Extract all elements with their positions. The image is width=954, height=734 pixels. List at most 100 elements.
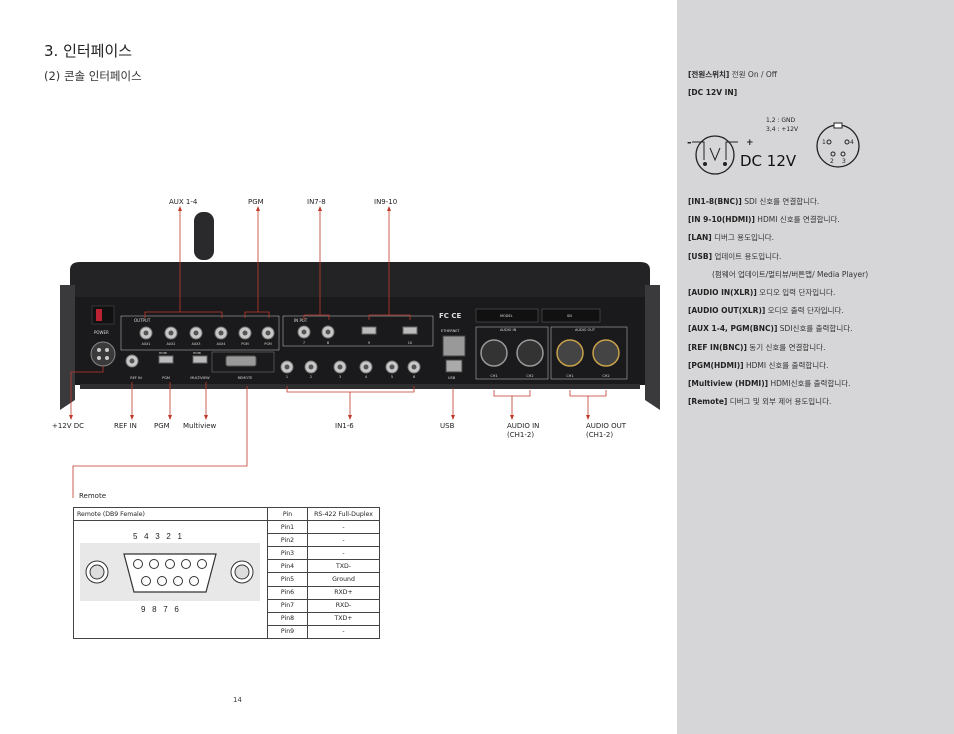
gnd-note-1: 1,2 : GND — [766, 117, 796, 124]
desc-key: [Multiview (HDMI)] — [688, 379, 769, 388]
port-description-item: [AUDIO OUT(XLR)] 오디오 출력 단자입니다. — [688, 305, 844, 316]
output-port-label: PGM — [241, 342, 248, 346]
input-label: IN PUT — [294, 318, 308, 323]
callout-audio-out: AUDIO OUT (CH1-2) — [586, 422, 626, 440]
input-port-number: 1 — [286, 375, 288, 379]
input-section-frame — [282, 315, 434, 347]
desc-key: [USB] — [688, 251, 713, 261]
dc-minus-sign: - — [687, 136, 692, 149]
callout-in78: IN7-8 — [307, 198, 326, 206]
db9-diagram-cell: 5 4 3 2 1 9 8 7 6 — [73, 520, 268, 639]
device-left-flank — [60, 285, 75, 410]
db9-bottom-pin-numbers: 9 8 7 6 — [141, 605, 179, 614]
port-description-item: [REF IN(BNC)] 동기 신호를 연결합니다. — [688, 342, 825, 353]
pin-function-cell: Ground — [307, 572, 380, 587]
dc-xlr-port — [90, 341, 116, 367]
port-description-item: [IN1-8(BNC)] SDI 신호를 연결합니다. — [688, 196, 819, 207]
model-label: MODEL — [500, 314, 513, 318]
pin-function-cell: - — [307, 533, 380, 548]
callout-pgm-top: PGM — [248, 198, 264, 206]
callout-dc: +12V DC — [52, 422, 85, 430]
bottom-port-label: REF IN — [130, 376, 142, 380]
desc-value: 전원 On / Off — [729, 70, 777, 79]
port-description-item: [LAN] 디버그 용도입니다. — [688, 232, 774, 243]
desc-value: 오디오 입력 단자입니다. — [756, 288, 836, 297]
pin-function-cell: - — [307, 624, 380, 640]
callout-pgm-bottom: PGM — [154, 422, 170, 430]
dc-plug-outline — [695, 135, 735, 175]
hdmi-label-1: HDMI — [159, 351, 167, 355]
input-port-number: 8 — [327, 341, 329, 345]
port-description-item: [Remote] 디버그 및 외부 제어 용도입니다. — [688, 396, 831, 407]
db9-connector-diagram: 5 4 3 2 1 9 8 7 6 — [80, 532, 260, 614]
dc-12v-title: DC 12V — [740, 152, 797, 170]
remote-pin-table: Remote (DB9 Female) Pin RS-422 Full-Dupl… — [73, 507, 380, 640]
pin-cell: Pin9 — [267, 624, 308, 640]
ethernet-port — [442, 335, 466, 357]
port-description-item: [AUX 1-4, PGM(BNC)] SDI신호를 출력합니다. — [688, 323, 853, 334]
desc-key: [DC 12V IN] — [688, 88, 738, 97]
pin-function-cell: RXD- — [307, 598, 380, 613]
desc-key: [REF IN(BNC)] — [688, 342, 747, 352]
pin-function-cell: TXD- — [307, 559, 380, 574]
usb-label: USB — [448, 376, 456, 380]
pin-cell: Pin4 — [267, 559, 308, 574]
multiview-hdmi-port — [192, 355, 208, 364]
desc-value: 오디오 출력 단자입니다. — [765, 306, 844, 316]
hdmi-label-2: HDMI — [193, 351, 201, 355]
bottom-port-label: MULTIVIEW — [190, 376, 210, 380]
xlr-pin-2: 2 — [830, 158, 834, 165]
desc-key: [IN 9-10(HDMI)] — [688, 215, 755, 225]
port-description-item: [IN 9-10(HDMI)] HDMI 신호를 연결합니다. — [688, 214, 840, 225]
audio-in-ch1-xlr — [480, 339, 508, 367]
port-description-item: [Multiview (HDMI)] HDMI신호를 출력합니다. — [688, 378, 851, 389]
remote-section-frame — [211, 351, 275, 373]
desc-key: [LAN] — [688, 233, 712, 243]
desc-key: [AUX 1-4, PGM(BNC)] — [688, 324, 778, 334]
callout-lines — [70, 208, 607, 498]
audio-out-ch1-xlr — [556, 339, 584, 367]
table-header-rs422: RS-422 Full-Duplex — [307, 507, 380, 521]
sn-label: SN — [567, 314, 572, 318]
desc-value: (펌웨어 업데이트/멀티뷰/버튼맵/ Media Player) — [712, 269, 869, 279]
pin-cell: Pin5 — [267, 572, 308, 587]
desc-key: [IN1-8(BNC)] — [688, 197, 742, 206]
power-label: POWER — [94, 330, 109, 335]
output-port-label: PGM — [264, 342, 271, 346]
power-switch — [91, 305, 115, 325]
audio-channel-label: CH2 — [602, 374, 609, 378]
port-description-item: [AUDIO IN(XLR)] 오디오 입력 단자입니다. — [688, 287, 835, 298]
model-plate — [475, 308, 539, 323]
desc-value: SDI신호를 출력합니다. — [777, 324, 853, 334]
audio-in-label: AUDIO IN — [500, 328, 517, 332]
table-header-pin: Pin — [267, 507, 308, 521]
in9-hdmi-port — [361, 326, 377, 335]
callout-in910: IN9-10 — [374, 198, 398, 206]
output-port-label: AUX2 — [167, 342, 176, 346]
bottom-port-label: PGM — [162, 376, 170, 380]
output-port-label: AUX3 — [192, 342, 201, 346]
desc-value: HDMI 신호를 출력합니다. — [743, 360, 829, 370]
device-right-flank — [645, 285, 660, 410]
power-switch-rocker — [96, 309, 102, 321]
desc-value: 동기 신호를 연결합니다. — [746, 342, 826, 352]
sn-plate — [541, 308, 601, 323]
db9-top-pin-numbers: 5 4 3 2 1 — [133, 532, 182, 541]
output-section-frame — [120, 315, 280, 351]
xlr4-pin-diagram — [816, 124, 860, 168]
audio-channel-label: CH1 — [566, 374, 573, 378]
joystick-knob — [194, 212, 214, 260]
input-port-number: 10 — [408, 341, 412, 345]
callout-audio-out-line1: AUDIO OUT — [586, 422, 627, 430]
desc-value: HDMI 신호를 연결합니다. — [754, 215, 840, 225]
output-port-label: AUX1 — [142, 342, 151, 346]
desc-value: 업데이트 용도입니다. — [712, 251, 782, 261]
gnd-note-2: 3,4 : +12V — [766, 126, 799, 133]
desc-value: 디버그 및 외부 제어 용도입니다. — [727, 397, 832, 407]
desc-key: [AUDIO OUT(XLR)] — [688, 306, 766, 316]
callout-usb: USB — [440, 422, 455, 430]
audio-out-ch2-xlr — [592, 339, 620, 367]
